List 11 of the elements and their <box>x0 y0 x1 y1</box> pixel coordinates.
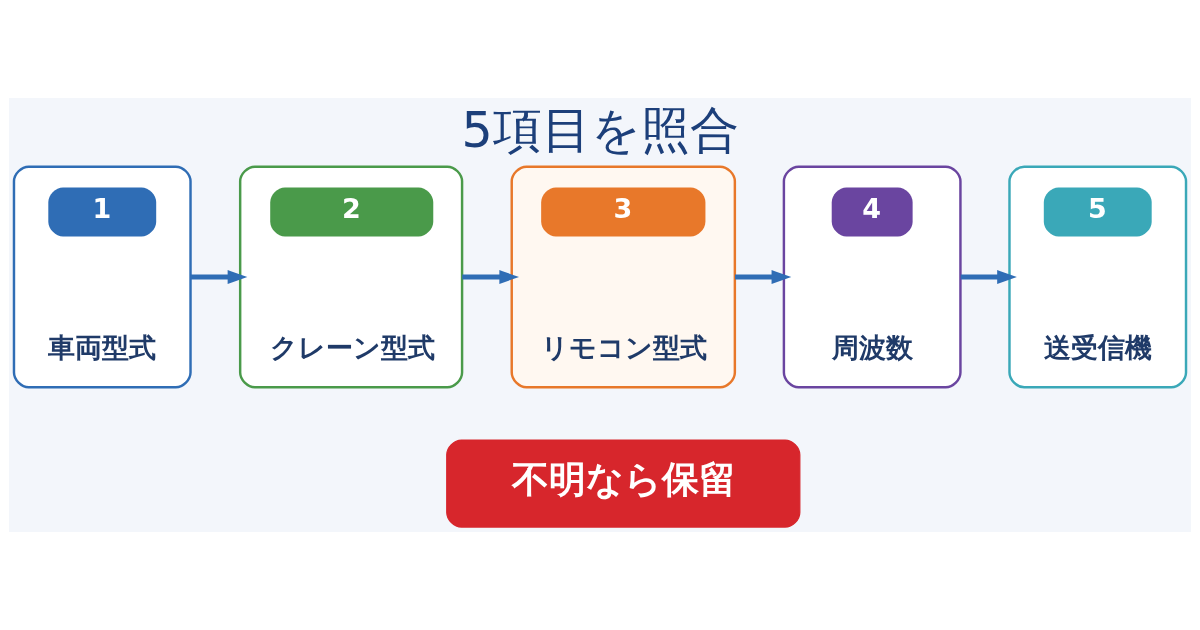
node-box: 5 送受信機 <box>1008 165 1188 389</box>
diagram-title: 5項目を照合 <box>461 101 739 160</box>
arrow <box>462 270 520 284</box>
node-box: 1 車両型式 <box>12 165 192 389</box>
node-box: 不明なら保留 <box>446 439 801 528</box>
node-box: 4 周波数 <box>782 165 962 389</box>
arrow <box>735 270 792 284</box>
arrow <box>190 270 248 284</box>
node-box: 2 クレーン型式 <box>238 165 464 389</box>
node-box: 3 リモコン型式 <box>510 165 737 389</box>
arrow <box>960 270 1017 284</box>
